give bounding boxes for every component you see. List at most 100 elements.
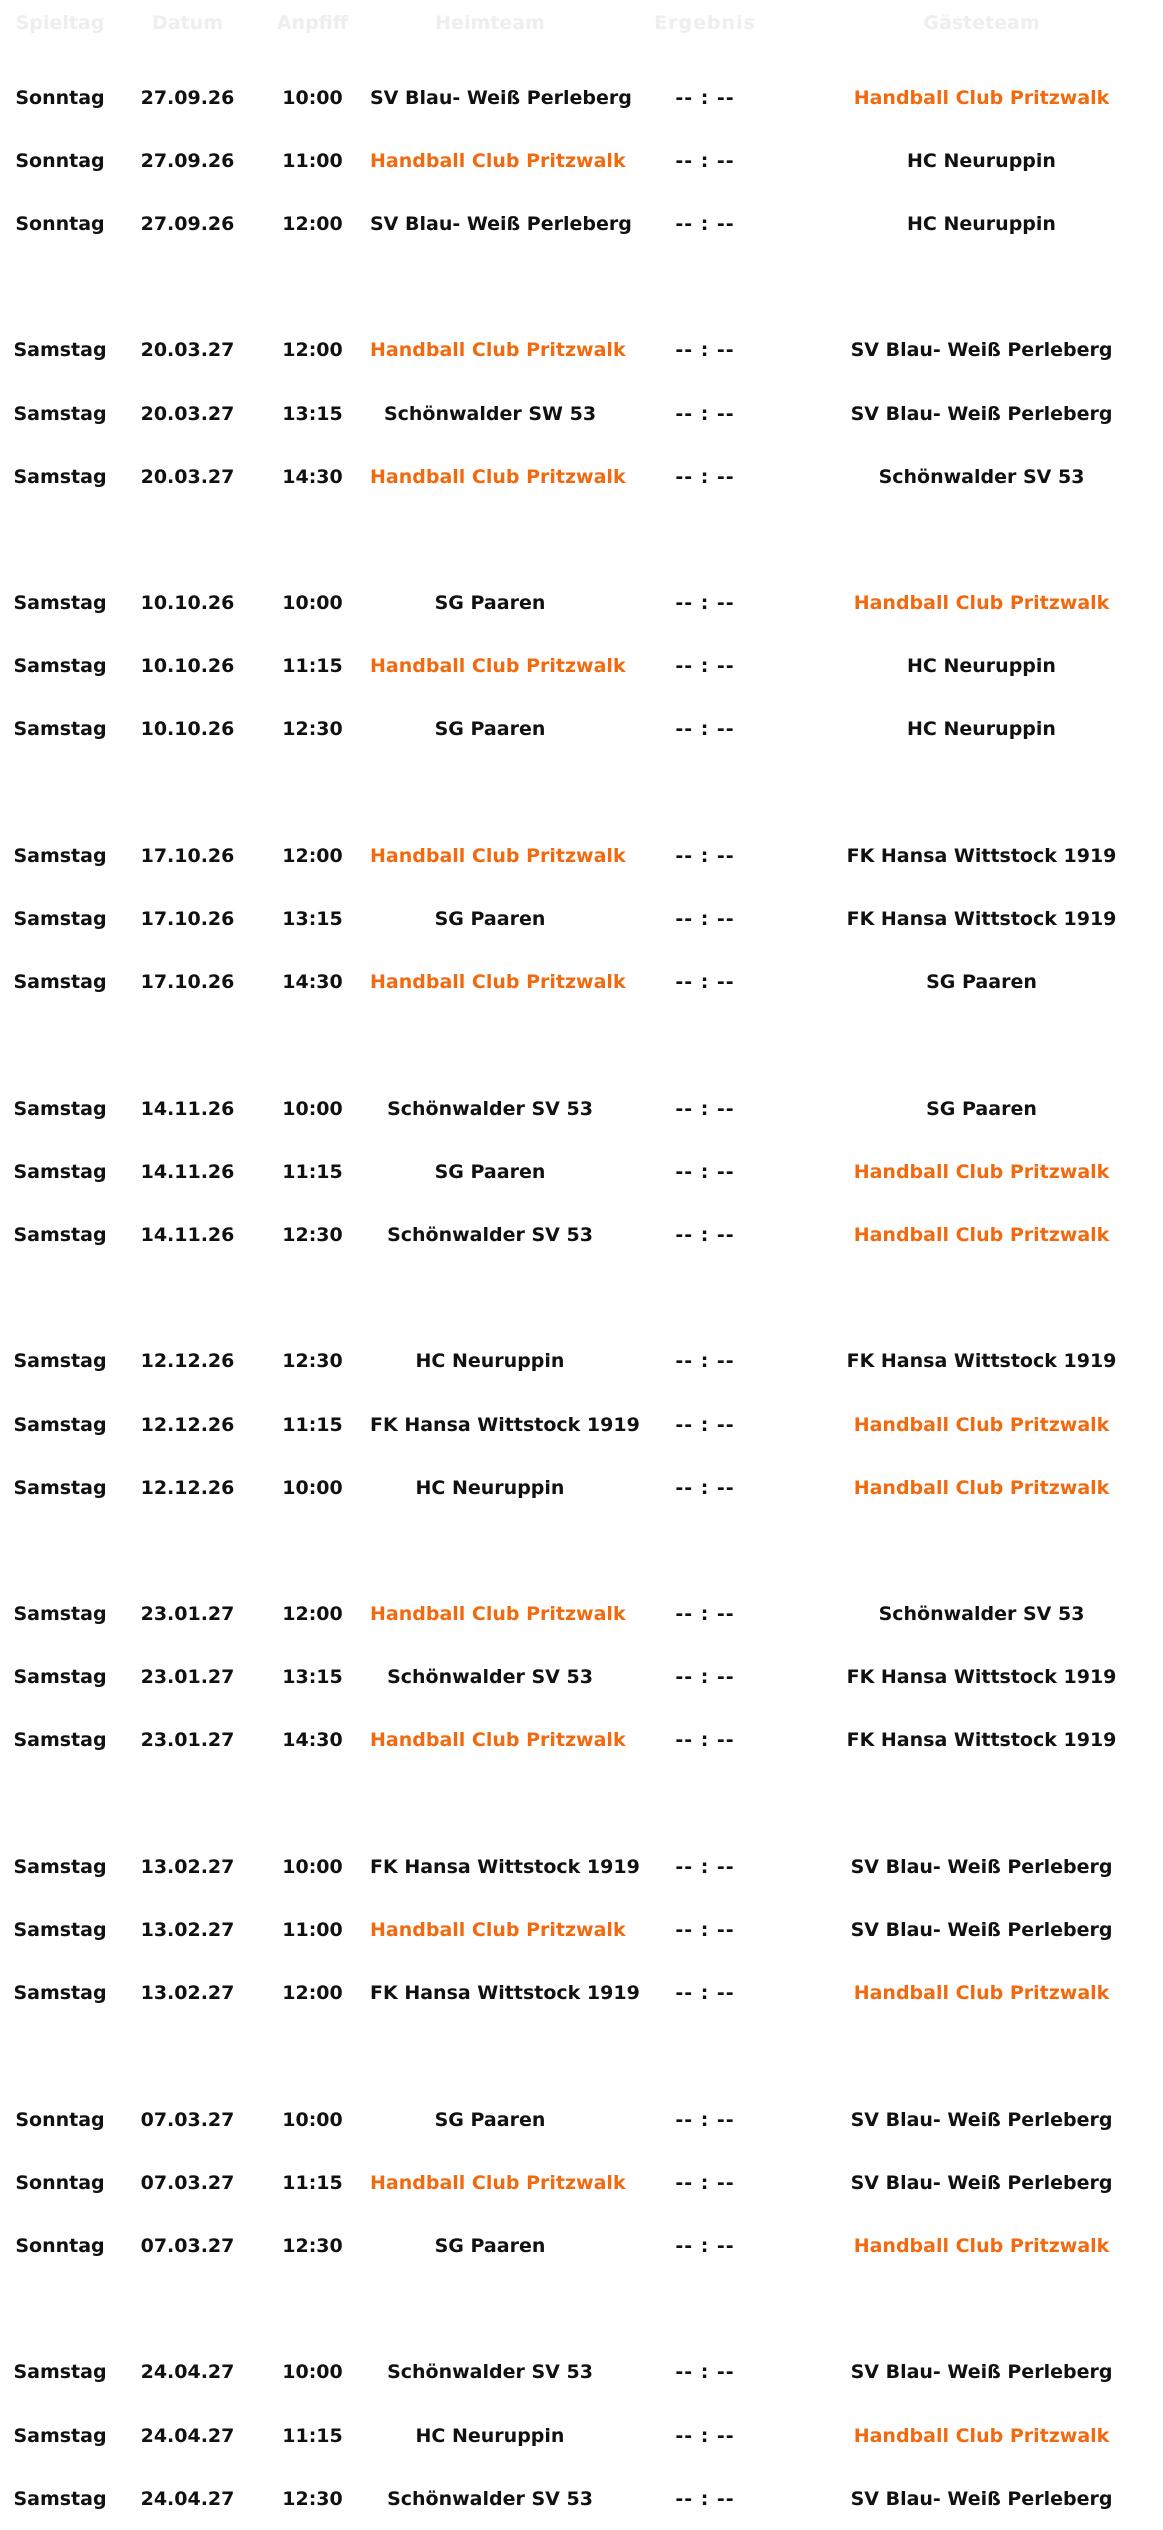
match-day: Sonntag (15, 2171, 105, 2194)
guest-team: Handball Club Pritzwalk (853, 1476, 1110, 1499)
match-date: 07.03.27 (140, 2108, 235, 2131)
header-datum: Datum (152, 11, 223, 34)
home-team: Handball Club Pritzwalk (370, 971, 626, 994)
match-day: Samstag (13, 1350, 107, 1373)
home-team: Handball Club Pritzwalk (370, 465, 626, 488)
kickoff-time: 12:00 (282, 844, 343, 867)
match-date: 12.12.26 (140, 1350, 235, 1373)
guest-team: SG Paaren (926, 1097, 1037, 1120)
header-heimteam: Heimteam (435, 11, 545, 34)
match-date: 20.03.27 (140, 402, 235, 425)
home-team: SG Paaren (434, 718, 546, 741)
kickoff-time: 10:00 (282, 1855, 343, 1878)
guest-team: Schönwalder SV 53 (878, 1603, 1085, 1626)
match-result: -- : -- (675, 2361, 735, 2384)
match-day: Sonntag (15, 86, 105, 109)
home-team: Schönwalder SV 53 (387, 2487, 593, 2510)
match-day: Samstag (13, 1097, 107, 1120)
match-date: 07.03.27 (140, 2171, 235, 2194)
match-result: -- : -- (675, 2171, 735, 2194)
kickoff-time: 11:15 (282, 2424, 343, 2447)
match-result: -- : -- (675, 402, 735, 425)
match-result: -- : -- (675, 2487, 735, 2510)
home-team: Handball Club Pritzwalk (370, 1919, 626, 1942)
home-team: Schönwalder SV 53 (387, 1223, 593, 1246)
match-date: 14.11.26 (140, 1223, 235, 1246)
match-date: 13.02.27 (140, 1855, 235, 1878)
match-date: 10.10.26 (140, 592, 235, 615)
match-day: Samstag (13, 465, 107, 488)
match-date: 10.10.26 (140, 655, 235, 678)
match-result: -- : -- (675, 2108, 735, 2131)
guest-team: Handball Club Pritzwalk (853, 86, 1110, 109)
match-day: Samstag (13, 1413, 107, 1436)
guest-team: SV Blau- Weiß Perleberg (850, 402, 1113, 425)
guest-team: Handball Club Pritzwalk (853, 1982, 1110, 2005)
kickoff-time: 10:00 (282, 1476, 343, 1499)
match-day: Samstag (13, 1729, 107, 1752)
guest-team: Handball Club Pritzwalk (853, 1160, 1110, 1183)
kickoff-time: 10:00 (282, 2361, 343, 2384)
match-day: Samstag (13, 1223, 107, 1246)
match-date: 24.04.27 (140, 2361, 235, 2384)
match-result: -- : -- (675, 339, 735, 362)
kickoff-time: 10:00 (282, 1097, 343, 1120)
match-day: Samstag (13, 1666, 107, 1689)
kickoff-time: 13:15 (282, 1666, 343, 1689)
match-day: Samstag (13, 1982, 107, 2005)
kickoff-time: 12:00 (282, 1982, 343, 2005)
kickoff-time: 11:00 (282, 149, 343, 172)
match-date: 27.09.26 (140, 86, 235, 109)
match-date: 10.10.26 (140, 718, 235, 741)
kickoff-time: 10:00 (282, 592, 343, 615)
guest-team: SV Blau- Weiß Perleberg (850, 2171, 1113, 2194)
guest-team: HC Neuruppin (907, 718, 1056, 741)
match-day: Samstag (13, 2361, 107, 2384)
match-day: Samstag (13, 1476, 107, 1499)
guest-team: SV Blau- Weiß Perleberg (850, 2487, 1113, 2510)
match-day: Samstag (13, 1603, 107, 1626)
kickoff-time: 11:00 (282, 1919, 343, 1942)
kickoff-time: 13:15 (282, 402, 343, 425)
match-date: 12.12.26 (140, 1476, 235, 1499)
match-day: Samstag (13, 1919, 107, 1942)
match-date: 13.02.27 (140, 1982, 235, 2005)
kickoff-time: 12:00 (282, 339, 343, 362)
guest-team: Handball Club Pritzwalk (853, 1223, 1110, 1246)
match-date: 24.04.27 (140, 2424, 235, 2447)
match-day: Samstag (13, 655, 107, 678)
home-team: SG Paaren (434, 2108, 546, 2131)
match-result: -- : -- (675, 1729, 735, 1752)
match-day: Sonntag (15, 149, 105, 172)
guest-team: SV Blau- Weiß Perleberg (850, 2361, 1113, 2384)
match-date: 20.03.27 (140, 339, 235, 362)
kickoff-time: 12:00 (282, 212, 343, 235)
match-date: 27.09.26 (140, 149, 235, 172)
home-team: Handball Club Pritzwalk (370, 1603, 626, 1626)
kickoff-time: 13:15 (282, 908, 343, 931)
match-date: 14.11.26 (140, 1097, 235, 1120)
match-date: 12.12.26 (140, 1413, 235, 1436)
kickoff-time: 10:00 (282, 86, 343, 109)
guest-team: HC Neuruppin (907, 655, 1056, 678)
kickoff-time: 14:30 (282, 1729, 343, 1752)
match-result: -- : -- (675, 149, 735, 172)
